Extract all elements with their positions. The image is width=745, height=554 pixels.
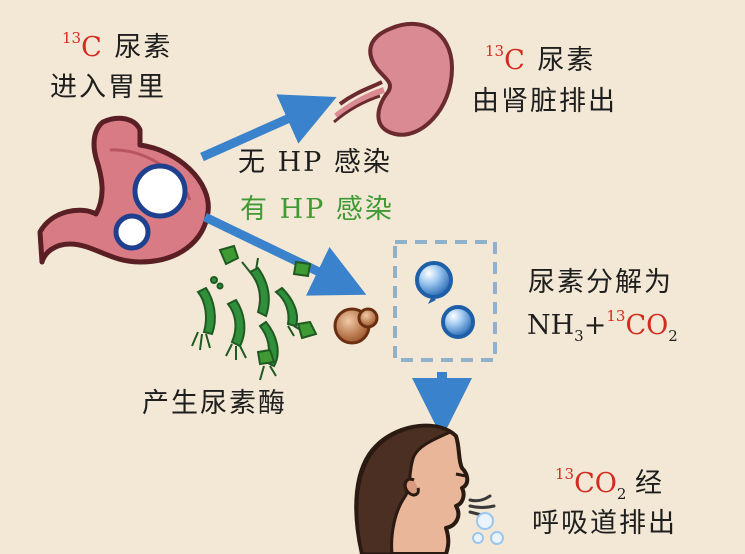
kidney-label: 13C 尿素	[485, 42, 596, 76]
enzyme-label: 产生尿素酶	[142, 388, 287, 419]
intake-element: C	[81, 32, 104, 63]
nh-prefix: NH	[527, 310, 575, 341]
person-breathing-icon	[354, 423, 470, 554]
urea-molecule-bubble-icon	[113, 163, 188, 251]
kidney-line2: 由肾脏排出	[472, 86, 617, 117]
kidney-element: C	[504, 45, 527, 76]
co2-subscript: 2	[668, 326, 678, 345]
kidney-isotope-number: 13	[485, 42, 505, 60]
breath-isotope-number: 13	[555, 465, 575, 483]
breath-label: 13CO2 经	[555, 465, 665, 502]
kidney-icon	[333, 21, 455, 137]
breath-subscript: 2	[616, 484, 627, 503]
decompose-formula: NH3+13CO2	[527, 307, 678, 344]
with-hp-label: 有 HP 感染	[240, 194, 394, 225]
intake-label: 13C 尿素	[62, 29, 173, 63]
arrow-to-decomposition	[203, 212, 367, 296]
bacteria-icon	[191, 257, 305, 381]
decomposition-box	[393, 240, 497, 362]
no-hp-label: 无 HP 感染	[238, 147, 392, 178]
breath-element: CO	[574, 468, 617, 499]
co2-bubble-icon	[415, 261, 475, 339]
urease-enzyme-icon	[333, 307, 379, 345]
arrow-to-kidney	[200, 94, 337, 162]
breath-line2: 呼吸道排出	[532, 508, 677, 539]
co2-isotope-number: 13	[606, 307, 626, 325]
co2-element: CO	[625, 310, 669, 341]
urease-fragment-icon	[218, 244, 318, 366]
breath-word: 经	[635, 468, 665, 499]
kidney-word: 尿素	[537, 45, 596, 76]
nh-subscript: 3	[574, 326, 584, 345]
intake-isotope-number: 13	[62, 29, 82, 47]
decompose-line1: 尿素分解为	[528, 267, 673, 298]
intake-line2: 进入胃里	[50, 72, 166, 103]
exhaled-co2-bubble-icon	[472, 512, 504, 545]
plus-sign: +	[583, 310, 607, 341]
intake-word: 尿素	[114, 32, 173, 63]
